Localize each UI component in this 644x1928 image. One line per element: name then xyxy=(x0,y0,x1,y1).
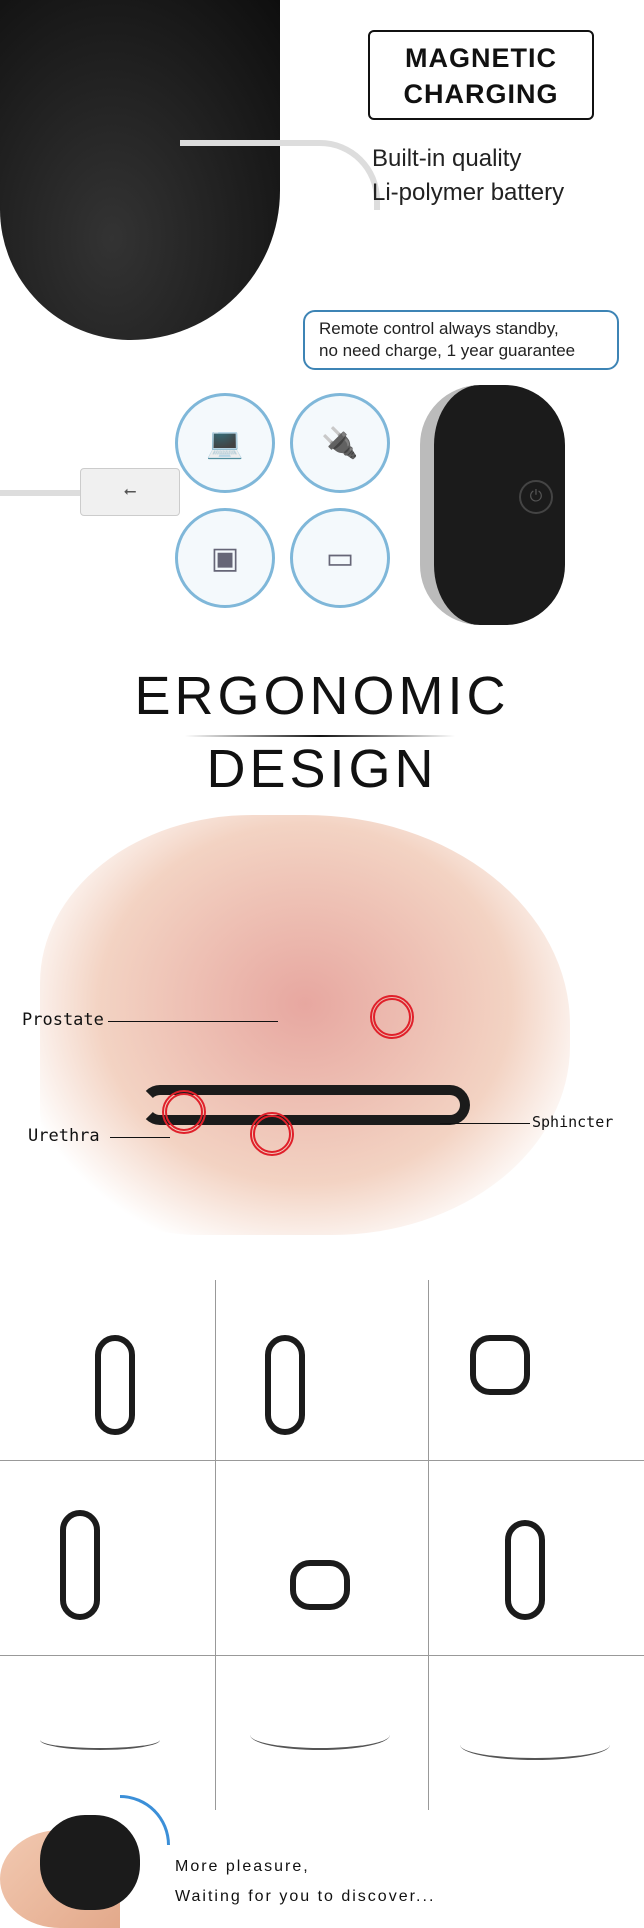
usage-illustration xyxy=(250,1720,390,1750)
remote-note-line-2: no need charge, 1 year guarantee xyxy=(319,341,576,360)
badge-line-1: MAGNETIC xyxy=(405,43,557,73)
remote-note-line-1: Remote control always standby, xyxy=(319,319,559,338)
magnetic-charging-badge: MAGNETIC CHARGING xyxy=(368,30,594,120)
power-bank-icon: ▭ xyxy=(290,508,390,608)
usb-plug-icon: ⭠ xyxy=(80,468,180,516)
usage-illustration xyxy=(60,1510,100,1620)
design-title: DESIGN xyxy=(206,739,438,799)
prostate-leader xyxy=(108,1021,278,1022)
vibration-marker xyxy=(162,1090,206,1134)
battery-line-1: Built-in quality xyxy=(372,145,522,172)
usage-grid xyxy=(0,1280,644,1810)
remote-note-bubble: Remote control always standby, no need ch… xyxy=(303,310,619,370)
label-prostate: Prostate xyxy=(22,1010,104,1030)
closing-line-1: More pleasure, xyxy=(175,1858,310,1875)
grid-hline xyxy=(0,1460,644,1461)
car-charger-icon: 🔌 xyxy=(290,393,390,493)
title-divider xyxy=(185,735,455,737)
laptop-icon: 💻 xyxy=(175,393,275,493)
usage-illustration xyxy=(265,1335,305,1435)
badge-line-2: CHARGING xyxy=(403,79,559,109)
remote-control-image: ⏻ xyxy=(420,385,565,625)
grid-vline xyxy=(428,1280,429,1810)
usage-illustration xyxy=(460,1730,610,1760)
vibration-marker xyxy=(250,1112,294,1156)
vibration-marker xyxy=(370,995,414,1039)
grid-hline xyxy=(0,1655,644,1656)
anatomy-illustration xyxy=(40,815,570,1235)
usage-illustration xyxy=(505,1520,545,1620)
usage-illustration xyxy=(95,1335,135,1435)
battery-line-2: Li-polymer battery xyxy=(372,179,565,206)
sphincter-leader xyxy=(440,1123,530,1124)
magnetic-cable xyxy=(180,140,380,210)
usage-illustration xyxy=(40,1730,160,1750)
label-urethra: Urethra xyxy=(28,1126,100,1146)
grid-vline xyxy=(215,1280,216,1810)
closing-line-2: Waiting for you to discover... xyxy=(175,1888,436,1905)
power-button-icon: ⏻ xyxy=(519,480,553,514)
usage-illustration xyxy=(470,1335,530,1395)
usage-illustration xyxy=(290,1560,350,1610)
product-in-anatomy xyxy=(140,1085,470,1125)
ergonomic-title: ERGONOMIC xyxy=(134,666,510,726)
closing-text: More pleasure, Waiting for you to discove… xyxy=(175,1852,615,1912)
usb-cable xyxy=(0,490,85,496)
wall-adapter-icon: ▣ xyxy=(175,508,275,608)
urethra-leader xyxy=(110,1137,170,1138)
label-sphincter: Sphincter xyxy=(532,1113,614,1131)
